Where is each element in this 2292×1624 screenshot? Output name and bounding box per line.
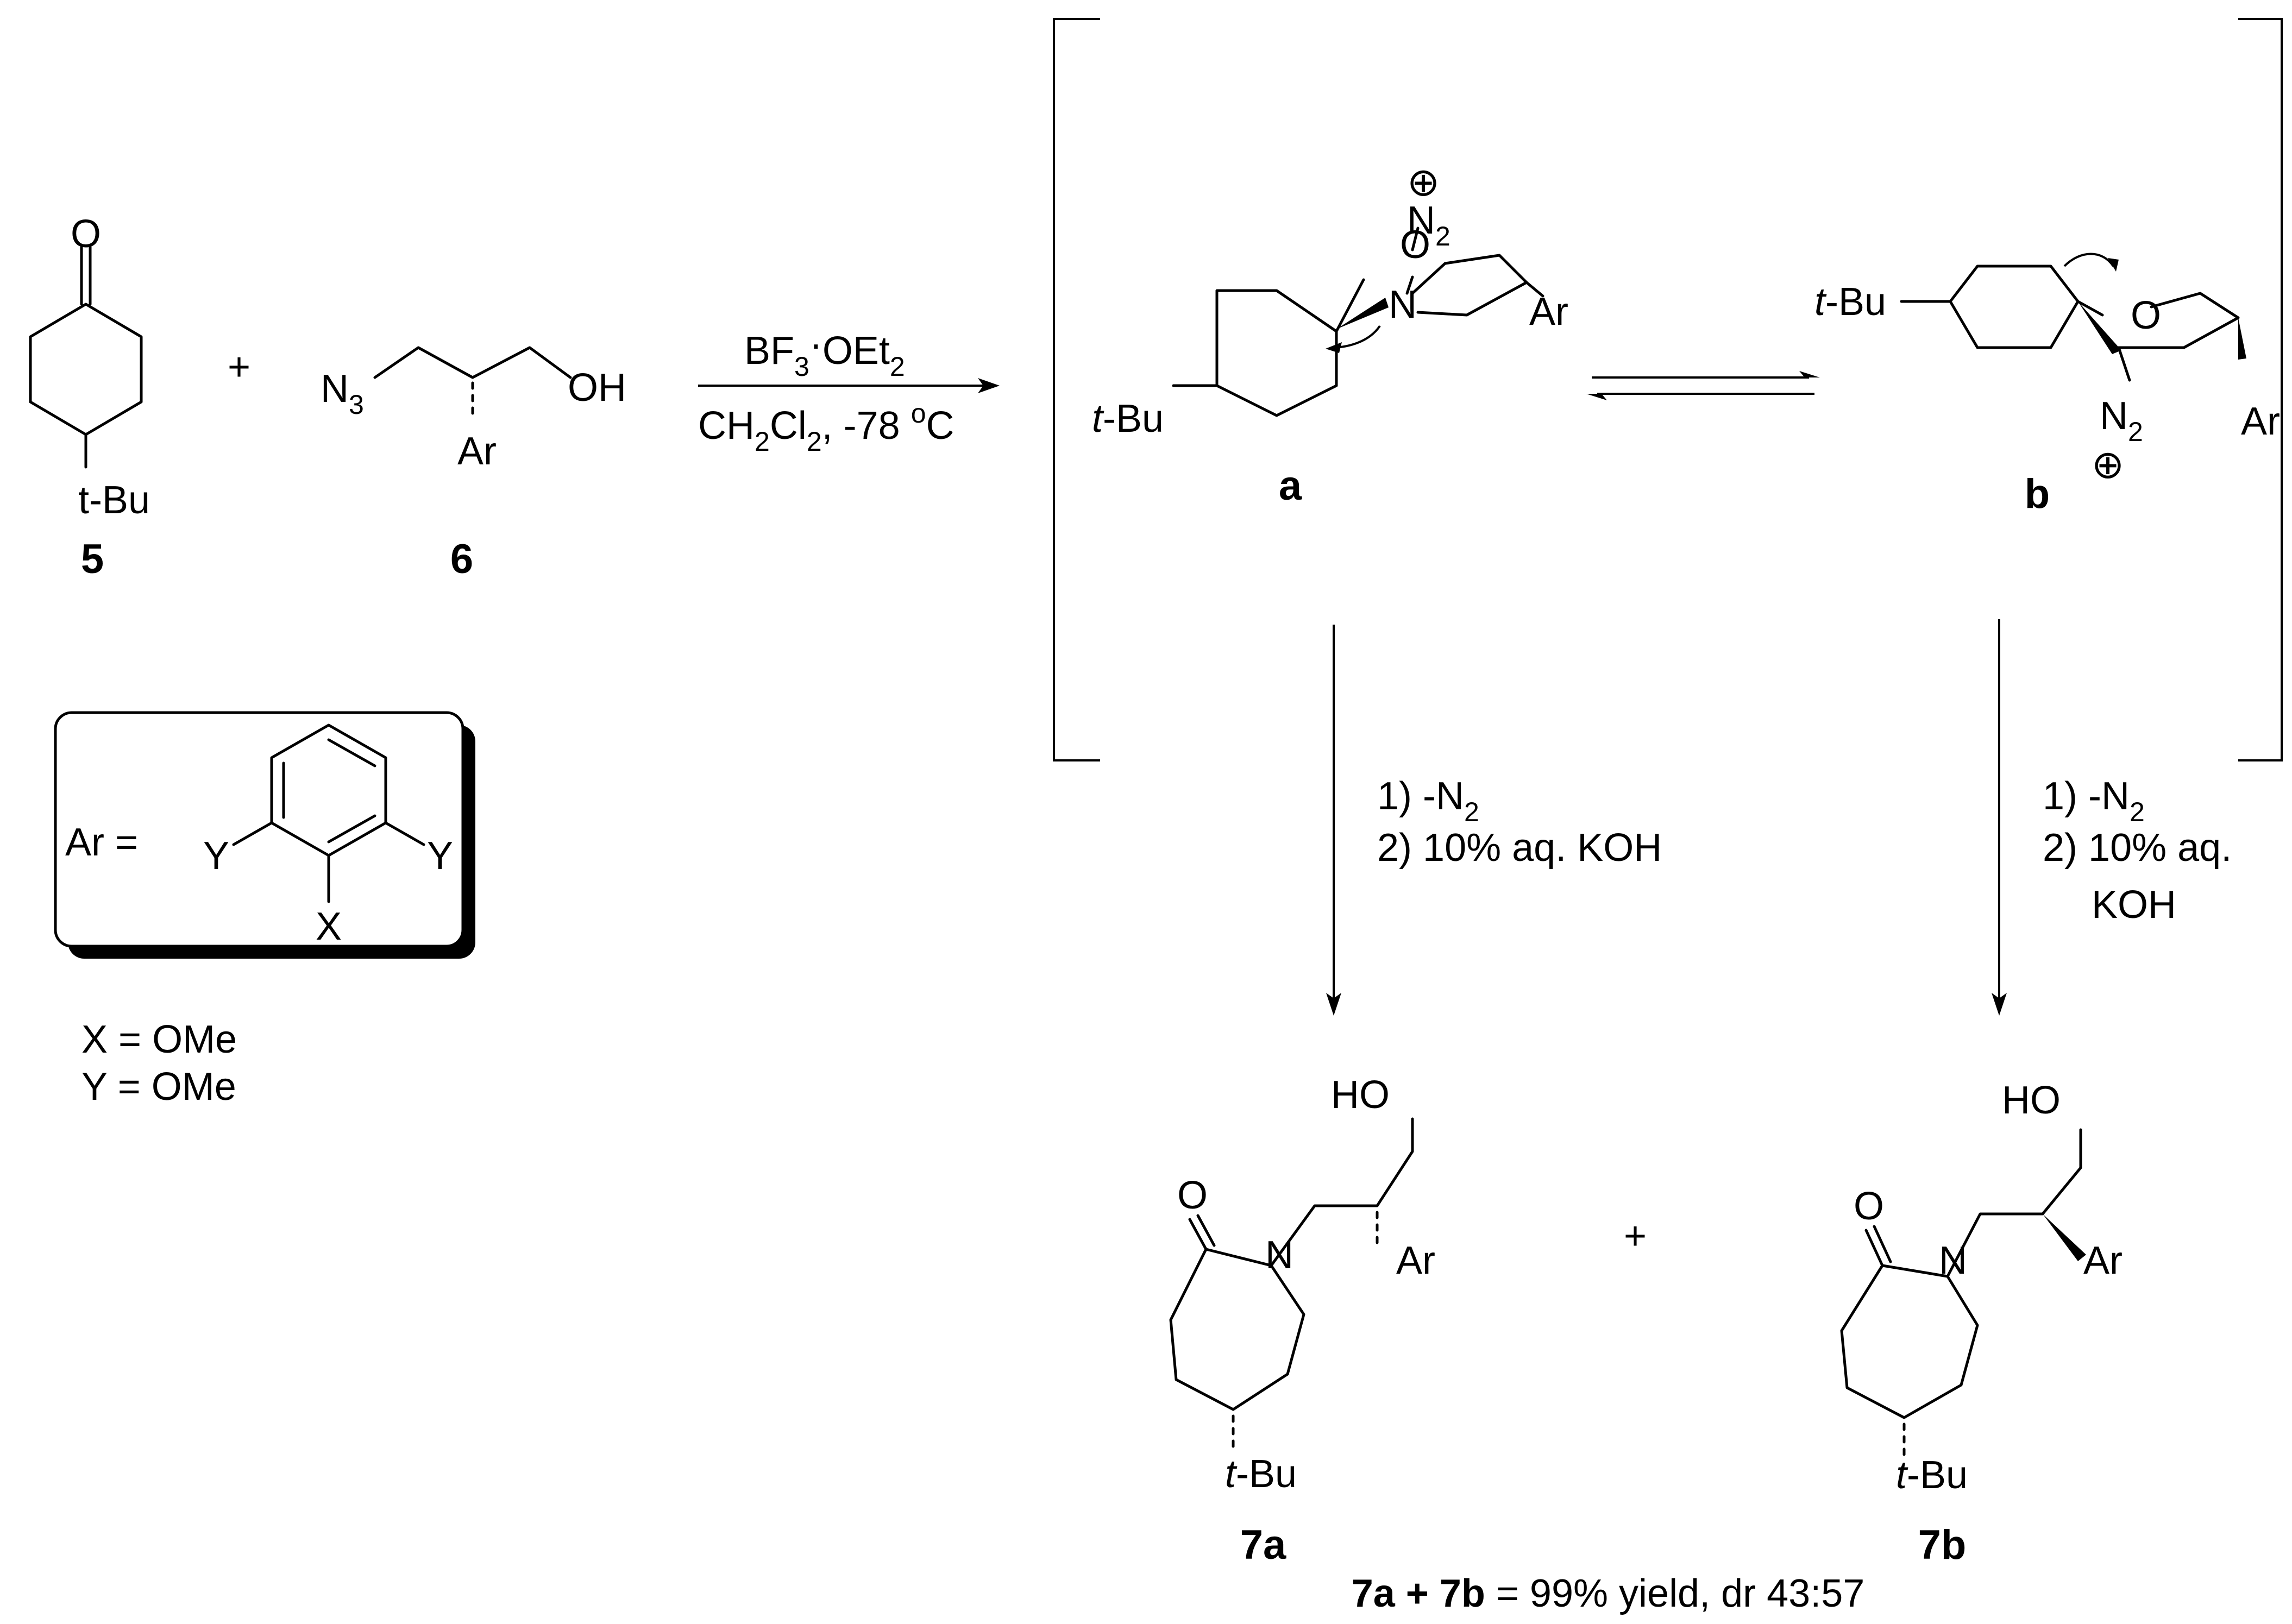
compound-5: O t-Bu 5 (29, 212, 150, 582)
carbonyl-oxygen-7a: O (1177, 1174, 1208, 1217)
oxygen-label-b: O (2131, 294, 2161, 337)
product-7a: O N HO Ar t-Bu 7a (1169, 1073, 1435, 1568)
left-bracket (1053, 18, 1100, 761)
positive-charge-b: ⊕ (2092, 443, 2124, 487)
intermediate-label-b: b (2025, 471, 2050, 517)
n2-label-a: N2 (1407, 199, 1450, 251)
step2-right-line2: 2) 10% aq. (2043, 826, 2232, 870)
cyclohexanone-ring (29, 303, 143, 436)
azepanone-ring-7a (1169, 1248, 1305, 1411)
compound-number-5: 5 (81, 536, 104, 582)
y-substituent-right: Y (427, 834, 453, 878)
step2-left-line2: 2) 10% aq. KOH (1377, 826, 1662, 870)
azepanone-ring-7b (1840, 1264, 1979, 1419)
plus-sign: + (228, 345, 250, 389)
compound-number-7a: 7a (1240, 1522, 1286, 1568)
t-bu-label-a: t-Bu (1092, 397, 1164, 440)
intermediate-a: O N N2 ⊕ Ar t-Bu a (1092, 161, 1568, 509)
products-plus-sign: + (1624, 1214, 1647, 1258)
cyclohexane-ring-b (1949, 265, 2080, 349)
positive-charge-a: ⊕ (1407, 161, 1440, 204)
aryl-label-7a: Ar (1396, 1239, 1435, 1282)
step2-right-line1: 1) -N2 (2043, 775, 2145, 827)
t-bu-label-b: t-Bu (1814, 280, 1886, 324)
product-7b: O N HO Ar t-Bu 7b (1840, 1079, 2123, 1568)
step2-right-line3: KOH (2092, 883, 2176, 927)
hydroxyl-label-7b: HO (2002, 1079, 2061, 1122)
hydroxyl-label-7a: HO (1331, 1073, 1390, 1117)
aryl-label-a: Ar (1529, 290, 1568, 333)
down-arrow-left (1326, 625, 1341, 1016)
aryl-label-b: Ar (2241, 400, 2280, 443)
yield-summary: 7a + 7b = 99% yield, dr 43:57 (1352, 1572, 1865, 1615)
x-definition: X = OMe (81, 1018, 237, 1061)
ar-equals-label: Ar = (65, 821, 138, 864)
t-bu-label-7b: t-Bu (1896, 1453, 1968, 1497)
carbonyl-oxygen-7b: O (1854, 1185, 1884, 1228)
compound-6: N3 OH Ar 6 (321, 346, 626, 582)
oxygen-label-a: O (1400, 223, 1430, 267)
right-bracket (2238, 18, 2283, 761)
aryl-label-7b: Ar (2083, 1239, 2123, 1282)
x-substituent: X (316, 905, 342, 948)
n2-label-b: N2 (2100, 394, 2143, 447)
t-bu-label-7a: t-Bu (1225, 1452, 1297, 1496)
y-substituent-left: Y (203, 834, 229, 878)
azide-label: N3 (321, 367, 364, 420)
hydroxyl-label: OH (568, 366, 626, 410)
nitrogen-label-a: N (1389, 283, 1417, 326)
intermediate-label-a: a (1279, 463, 1302, 509)
reagent-bf3-oet2: BF3·OEt2 (744, 323, 905, 382)
ketone-oxygen: O (71, 212, 101, 256)
t-bu-label: t-Bu (78, 479, 150, 522)
step2-left-line1: 1) -N2 (1377, 775, 1479, 827)
solvent-temperature: CH2Cl2, -78 oC (698, 398, 955, 457)
intermediate-b: t-Bu O N2 ⊕ Ar b (1814, 253, 2280, 517)
compound-number-7b: 7b (1918, 1522, 1967, 1568)
nitrogen-label-7a: N (1265, 1233, 1293, 1277)
reaction-arrow-1 (698, 378, 1000, 393)
aryl-definition-box: Ar = Y Y X (54, 711, 475, 959)
equilibrium-arrows (1586, 371, 1820, 400)
y-definition: Y = OMe (81, 1065, 236, 1109)
compound-number-6: 6 (450, 536, 473, 582)
cyclohexane-ring-a (1215, 289, 1338, 417)
down-arrow-right (1992, 619, 2007, 1016)
nitrogen-label-7b: N (1939, 1239, 1967, 1282)
aryl-label: Ar (457, 430, 497, 473)
